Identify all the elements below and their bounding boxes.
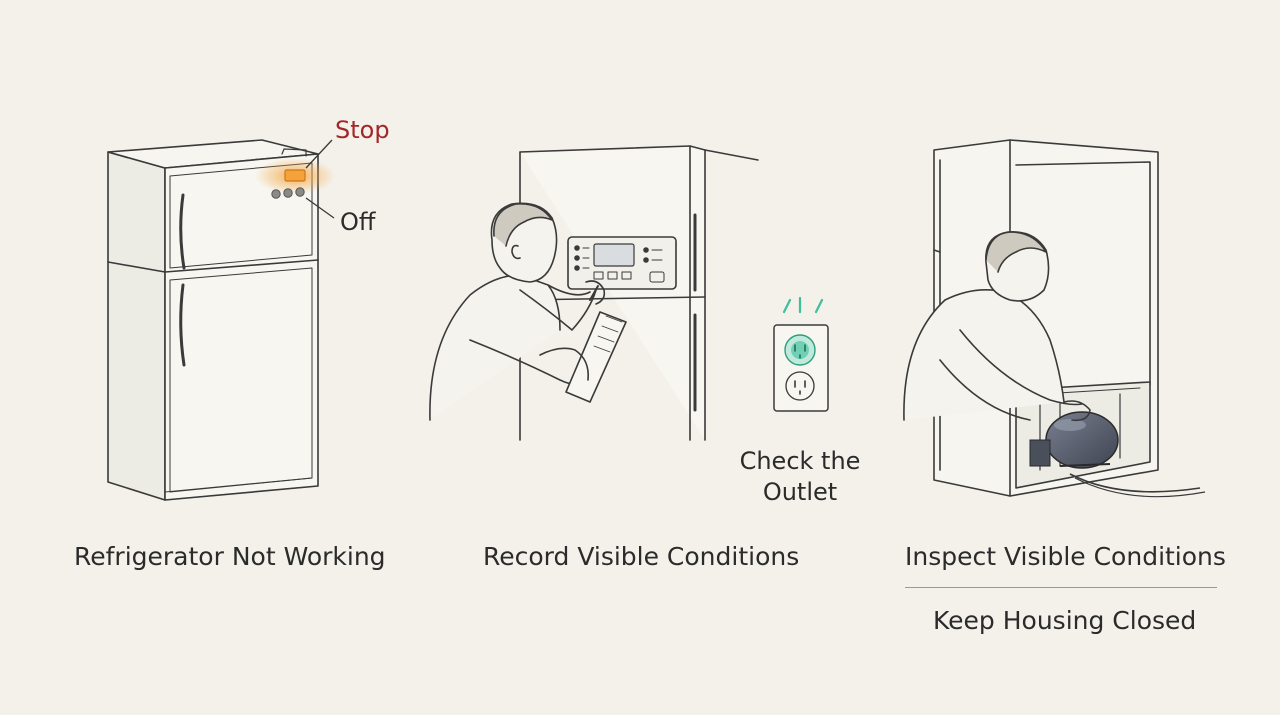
caption-inspect-visible-conditions: Inspect Visible Conditions [905, 542, 1226, 571]
outlet-label-line1: Check the [739, 447, 861, 475]
person-writing-icon [429, 202, 627, 421]
stop-indicator-light [284, 169, 306, 182]
off-annotation: Off [340, 208, 376, 236]
caption-refrigerator-not-working: Refrigerator Not Working [74, 542, 386, 571]
outlet-label-line2: Outlet [762, 478, 838, 507]
stop-leader-line [305, 139, 333, 169]
open-refrigerator-icon [519, 145, 759, 441]
control-buttons [271, 187, 305, 199]
compressor-icon [1029, 411, 1206, 498]
outlet-label: Check the Outlet [735, 446, 865, 508]
off-leader-line [305, 197, 335, 219]
caption-record-visible-conditions: Record Visible Conditions [483, 542, 800, 571]
caption-keep-housing-closed: Keep Housing Closed [933, 606, 1197, 635]
caption-divider [905, 587, 1217, 588]
wall-outlet-icon [773, 296, 829, 412]
stop-annotation: Stop [335, 116, 390, 144]
refrigerator-icon [107, 139, 319, 501]
person-inspecting-icon [903, 231, 1091, 422]
